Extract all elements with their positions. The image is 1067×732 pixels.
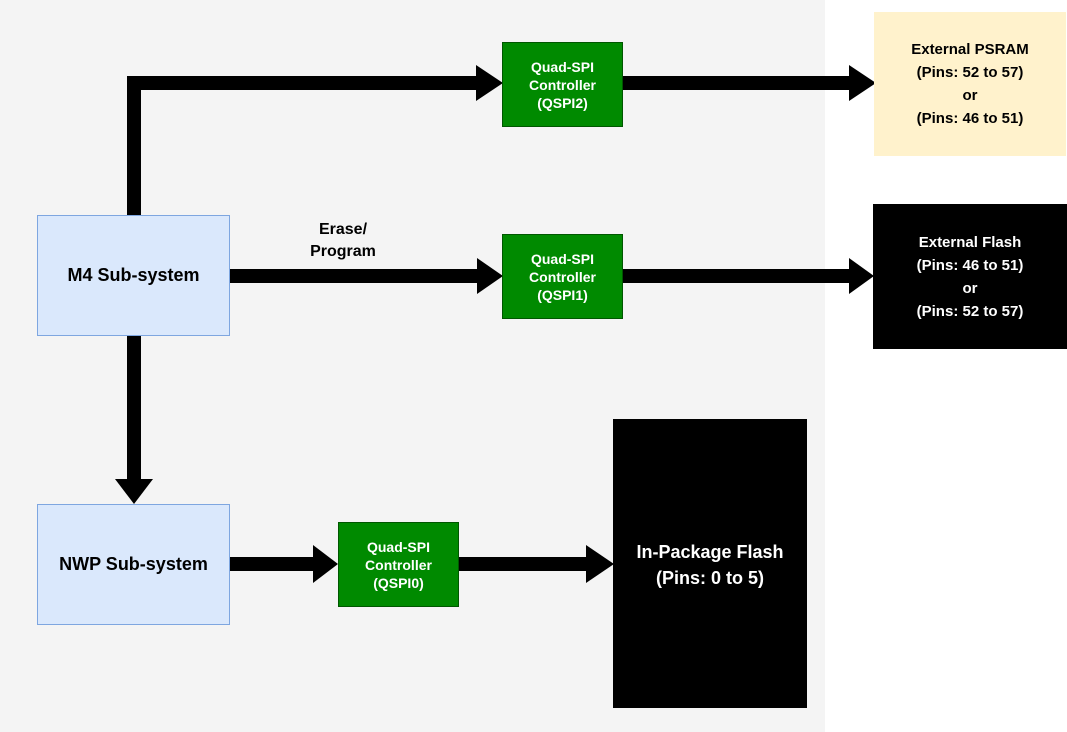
wire-qspi0-to-in-package-flash (458, 557, 588, 571)
qspi1-controller-block: Quad-SPI Controller (QSPI1) (502, 234, 623, 319)
arrowhead-to-qspi2 (476, 65, 503, 101)
qspi2-line3: (QSPI2) (537, 94, 588, 111)
in-package-flash-block: In-Package Flash (Pins: 0 to 5) (613, 419, 807, 708)
erase-label: Erase/ (318, 221, 368, 238)
qspi1-line3: (QSPI1) (537, 286, 588, 303)
nwp-subsystem-block: NWP Sub-system (37, 504, 230, 625)
wire-nwp-to-qspi0 (230, 557, 315, 571)
erase-program-label: Erase/ Program (293, 219, 393, 263)
in-package-flash-pins: (Pins: 0 to 5) (655, 568, 764, 588)
in-package-flash-title: In-Package Flash (636, 542, 784, 562)
qspi0-controller-block: Quad-SPI Controller (QSPI0) (338, 522, 459, 607)
psram-pins-b: (Pins: 46 to 51) (916, 110, 1024, 127)
wire-m4-to-qspi1 (230, 269, 481, 283)
arrowhead-to-in-package-flash (586, 545, 614, 583)
external-psram-block: External PSRAM (Pins: 52 to 57) or (Pins… (874, 12, 1066, 156)
qspi1-line2: Controller (529, 268, 596, 285)
qspi2-line1: Quad-SPI (530, 58, 594, 75)
qspi0-line3: (QSPI0) (373, 574, 424, 591)
wire-qspi1-to-ext-flash (622, 269, 851, 283)
arrowhead-to-qspi0 (313, 545, 338, 583)
qspi2-controller-block: Quad-SPI Controller (QSPI2) (502, 42, 623, 127)
qspi0-line1: Quad-SPI (366, 538, 430, 555)
wire-m4-to-nwp (127, 336, 141, 481)
ext-flash-title: External Flash (918, 233, 1022, 251)
nwp-subsystem-label: NWP Sub-system (59, 554, 208, 574)
m4-subsystem-block: M4 Sub-system (37, 215, 230, 336)
ext-flash-pins-a: (Pins: 46 to 51) (916, 256, 1024, 274)
wire-qspi2-to-psram (622, 76, 851, 90)
m4-subsystem-label: M4 Sub-system (67, 265, 200, 285)
psram-pins-a: (Pins: 52 to 57) (916, 64, 1024, 81)
arrowhead-to-nwp (115, 479, 153, 504)
psram-title: External PSRAM (911, 41, 1029, 58)
qspi2-line2: Controller (529, 76, 596, 93)
psram-or: or (962, 87, 978, 104)
arrowhead-to-qspi1 (477, 258, 503, 294)
external-flash-block: External Flash (Pins: 46 to 51) or (Pins… (873, 204, 1067, 349)
qspi0-line2: Controller (365, 556, 432, 573)
ext-flash-pins-b: (Pins: 52 to 57) (916, 302, 1024, 320)
qspi1-line1: Quad-SPI (530, 250, 594, 267)
arrowhead-to-ext-flash (849, 258, 874, 294)
ext-flash-or: or (962, 279, 978, 297)
wire-m4-to-qspi2-vertical (127, 76, 141, 216)
wire-m4-to-qspi2-horizontal (127, 76, 480, 90)
program-label: Program (310, 243, 376, 260)
arrowhead-to-psram (849, 65, 876, 101)
